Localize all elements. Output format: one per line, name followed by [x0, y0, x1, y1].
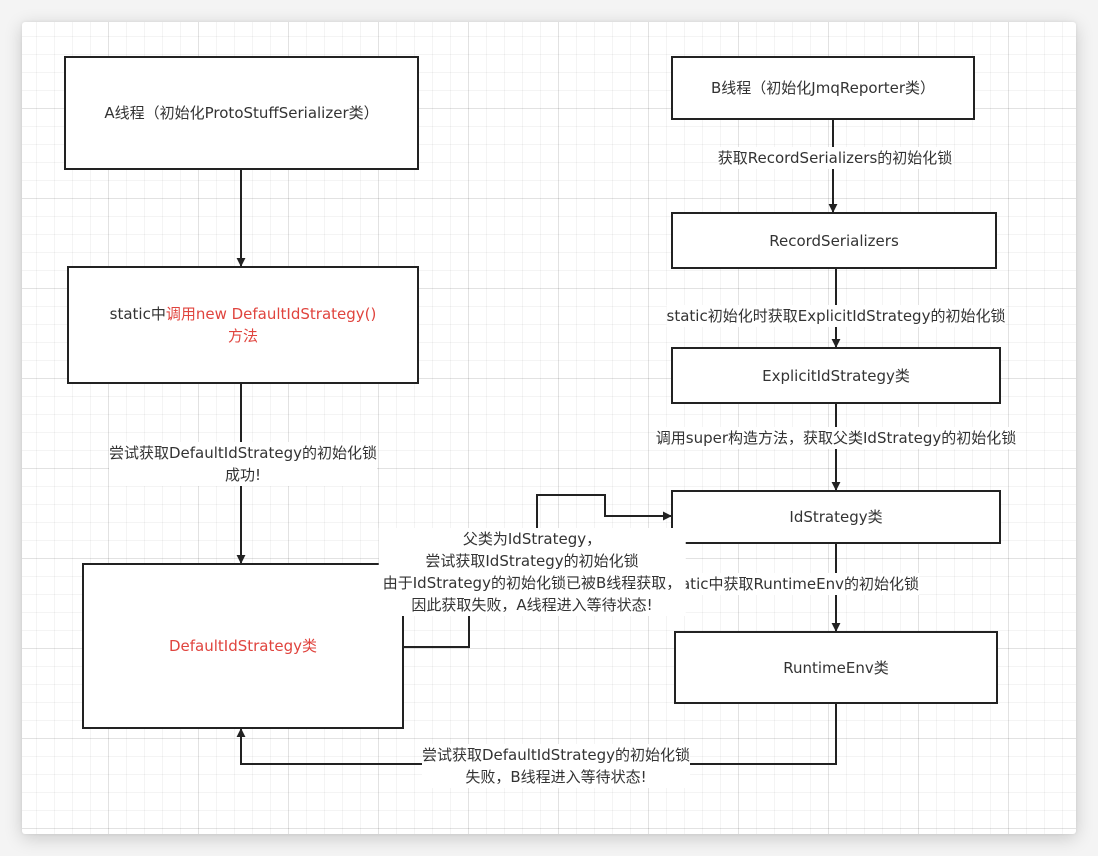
- node-static-call-text: static中调用new DefaultIdStrategy()方法: [109, 303, 377, 347]
- edge-label-default-to-id-line2: 尝试获取IdStrategy的初始化锁: [425, 552, 639, 570]
- node-thread-a-label: A线程（初始化ProtoStuffSerializer类）: [104, 104, 379, 122]
- node-record-serializers-label: RecordSerializers: [769, 231, 899, 250]
- edge-label-runtime-to-default-line1: 尝试获取DefaultIdStrategy的初始化锁: [421, 746, 691, 764]
- node-thread-b-label: B线程（初始化JmqReporter类）: [711, 79, 935, 97]
- node-id-strategy[interactable]: IdStrategy类: [671, 490, 1001, 544]
- node-default-id-strategy[interactable]: DefaultIdStrategy类: [82, 563, 404, 729]
- edge-label-explicit-to-id: 调用super构造方法，获取父类IdStrategy的初始化锁: [655, 427, 1017, 449]
- node-runtime-env[interactable]: RuntimeEnv类: [674, 631, 998, 704]
- node-static-call[interactable]: static中调用new DefaultIdStrategy()方法: [67, 266, 419, 384]
- edge-default-to-id: [403, 494, 672, 648]
- edge-label-b-to-record: 获取RecordSerializers的初始化锁: [717, 147, 953, 169]
- edge-label-id-to-runtime-text: atic中获取RuntimeEnv的初始化锁: [680, 575, 920, 593]
- node-id-strategy-label: IdStrategy类: [789, 508, 883, 526]
- edge-label-explicit-to-id-text: 调用super构造方法，获取父类IdStrategy的初始化锁: [655, 429, 1017, 447]
- node-explicit-id-strategy[interactable]: ExplicitIdStrategy类: [671, 347, 1001, 404]
- node-default-id-strategy-label: DefaultIdStrategy类: [168, 637, 318, 655]
- edge-label-id-to-runtime: atic中获取RuntimeEnv的初始化锁: [680, 573, 920, 595]
- edge-label-static-to-default: 尝试获取DefaultIdStrategy的初始化锁 成功!: [108, 442, 378, 486]
- edge-label-record-to-explicit: static初始化时获取ExplicitIdStrategy的初始化锁: [666, 305, 1006, 327]
- edge-label-default-to-id-line4: 因此获取失败，A线程进入等待状态!: [411, 596, 653, 614]
- edge-label-static-to-default-line2: 成功!: [224, 466, 261, 484]
- node-explicit-id-strategy-label: ExplicitIdStrategy类: [762, 366, 910, 385]
- edge-label-default-to-id-line3: 由于IdStrategy的初始化锁已被B线程获取，: [382, 574, 682, 592]
- edge-label-runtime-to-default: 尝试获取DefaultIdStrategy的初始化锁 失败，B线程进入等待状态!: [421, 744, 691, 788]
- node-static-call-prefix: static中: [109, 305, 166, 323]
- node-record-serializers[interactable]: RecordSerializers: [671, 212, 997, 269]
- edge-label-b-to-record-text: 获取RecordSerializers的初始化锁: [717, 149, 953, 167]
- node-thread-a[interactable]: A线程（初始化ProtoStuffSerializer类）: [64, 56, 419, 170]
- node-thread-b[interactable]: B线程（初始化JmqReporter类）: [671, 56, 975, 120]
- node-runtime-env-label: RuntimeEnv类: [783, 658, 889, 677]
- edge-label-static-to-default-line1: 尝试获取DefaultIdStrategy的初始化锁: [108, 444, 378, 462]
- node-static-call-highlight: 调用new DefaultIdStrategy()方法: [165, 305, 377, 345]
- edge-label-record-to-explicit-text: static初始化时获取ExplicitIdStrategy的初始化锁: [666, 307, 1006, 325]
- edge-label-default-to-id-line1: 父类为IdStrategy，: [462, 530, 602, 548]
- edge-label-default-to-id: 父类为IdStrategy， 尝试获取IdStrategy的初始化锁 由于IdS…: [378, 528, 686, 616]
- edge-label-runtime-to-default-line2: 失败，B线程进入等待状态!: [465, 768, 647, 786]
